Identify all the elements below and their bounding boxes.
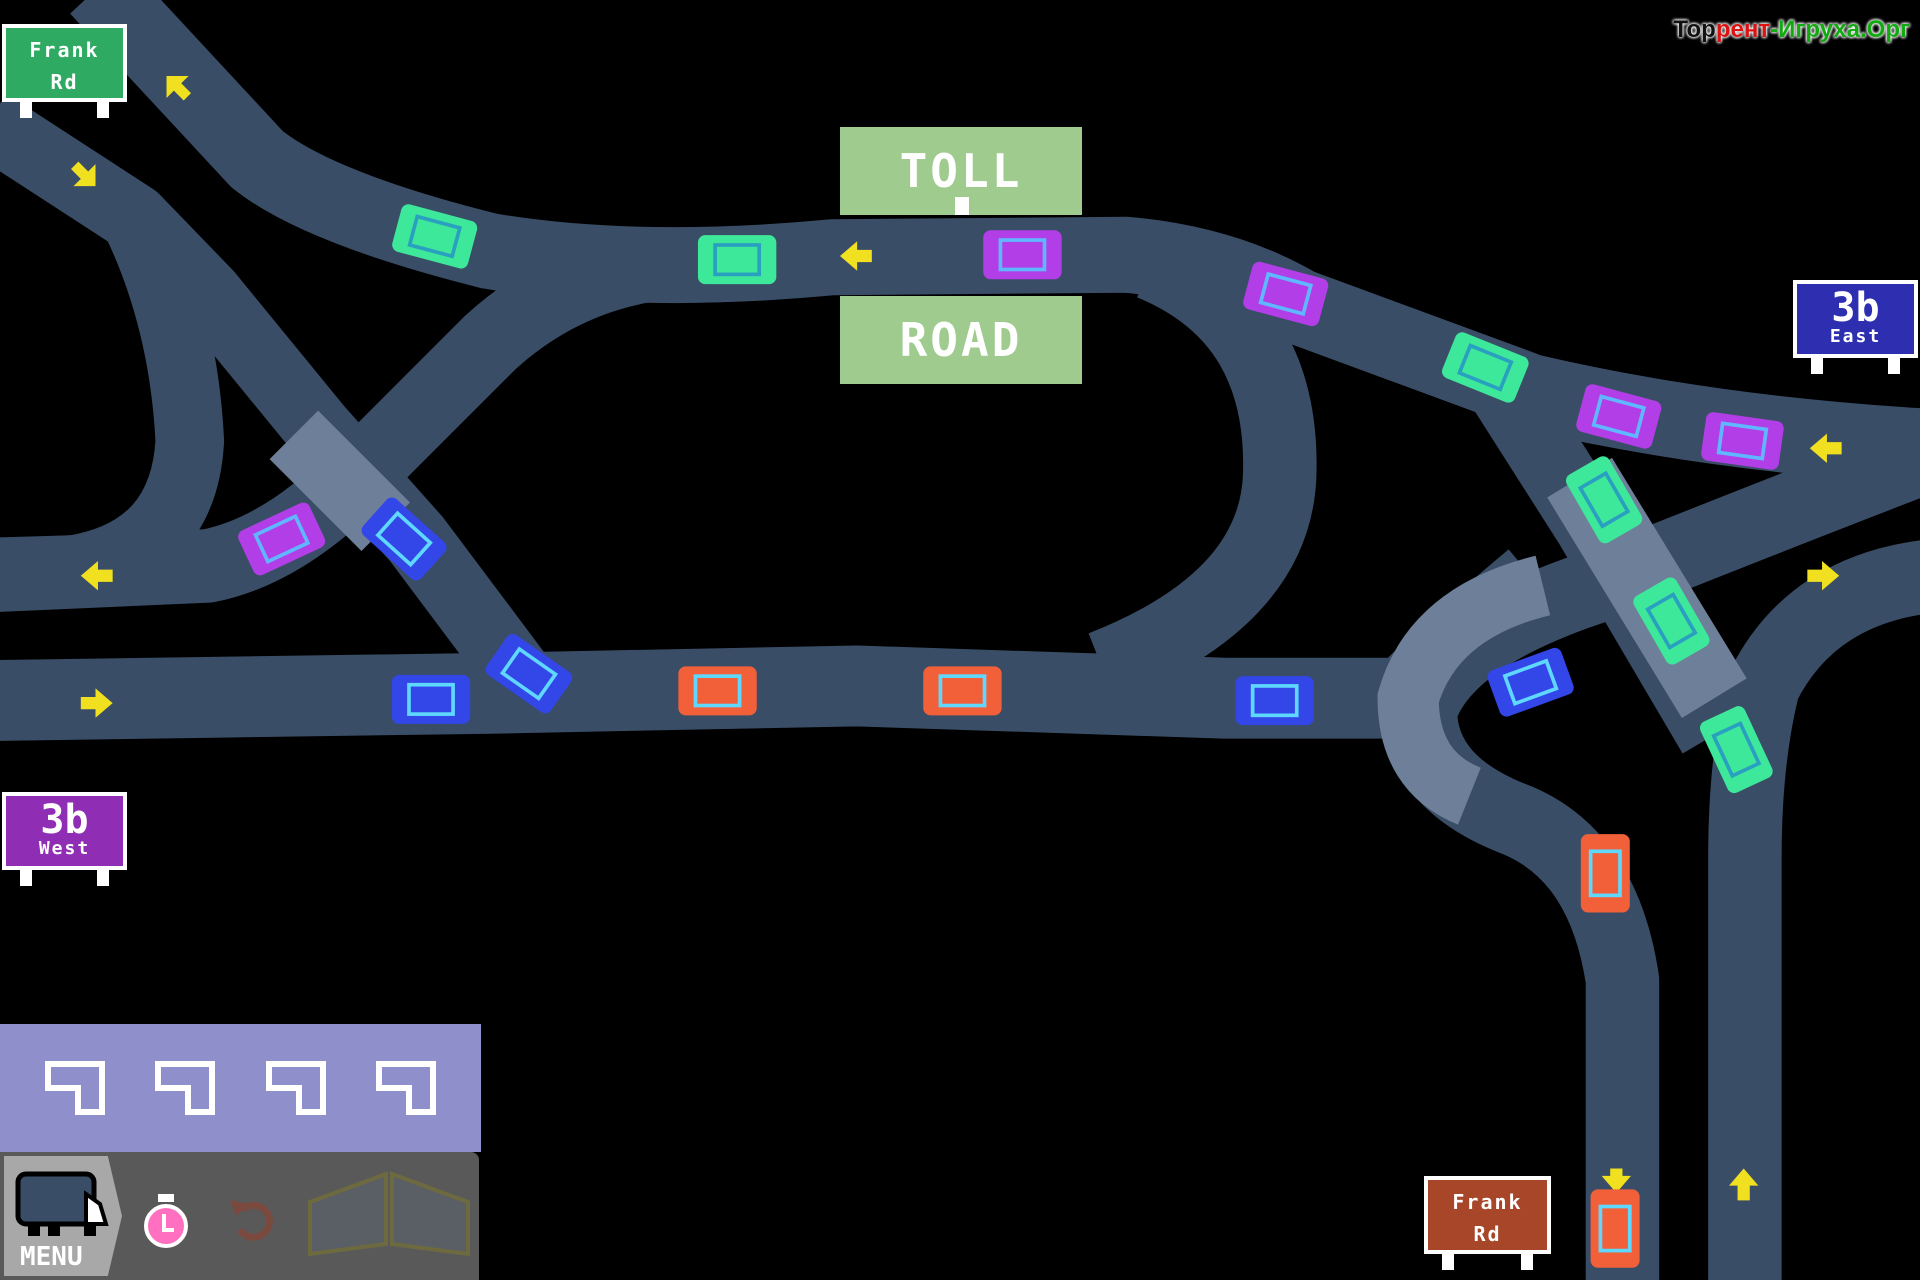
- car-blue: [1487, 647, 1574, 717]
- car-purple: [1701, 412, 1784, 470]
- menu-button[interactable]: MENU: [4, 1156, 122, 1276]
- road-piece-panel: [0, 1024, 481, 1152]
- car-orange: [923, 666, 1002, 716]
- ramp-bridge: [1377, 555, 1551, 825]
- car-blue: [391, 674, 471, 724]
- arrow-left-icon: [80, 560, 113, 591]
- car-green: [1565, 456, 1643, 544]
- toolbar: MENU: [0, 1152, 479, 1280]
- corner-road-piece[interactable]: [375, 1061, 436, 1115]
- arrow-down-icon: [1601, 1168, 1632, 1194]
- car-blue: [1235, 676, 1314, 726]
- sign-3b-west: 3b West: [2, 792, 127, 886]
- car-purple: [1243, 261, 1329, 327]
- toll-post: [955, 197, 969, 215]
- car-green: [1699, 706, 1773, 794]
- car-orange: [1580, 834, 1630, 913]
- corner-road-piece[interactable]: [265, 1061, 326, 1115]
- sign-frank-rd-north: Frank Rd: [2, 24, 127, 118]
- stopwatch-icon[interactable]: [142, 1192, 190, 1252]
- arrow-left-icon: [840, 241, 872, 271]
- car-purple: [1576, 384, 1662, 449]
- car-purple: [238, 502, 326, 576]
- undo-icon[interactable]: [228, 1196, 278, 1246]
- car-green: [1633, 577, 1710, 665]
- bridge-up-icon: [308, 1171, 388, 1257]
- car-green: [392, 204, 478, 269]
- watermark: Торрент-Игруха.Орг: [1673, 16, 1910, 43]
- truck-icon: [15, 1171, 109, 1236]
- arrow-up-icon: [1728, 1168, 1759, 1201]
- cars: [238, 204, 1784, 1268]
- arrow-left-icon: [1809, 433, 1842, 464]
- bridge-left: [269, 410, 410, 551]
- bridge-tools[interactable]: [306, 1170, 472, 1258]
- sign-3b-east: 3b East: [1793, 280, 1918, 374]
- car-orange: [678, 666, 757, 716]
- bridge-down-icon: [390, 1171, 470, 1257]
- toll-sign-bottom: ROAD: [840, 296, 1082, 384]
- direction-arrows: [71, 75, 1842, 1201]
- car-green: [1442, 332, 1529, 403]
- sign-frank-rd-south: Frank Rd: [1424, 1176, 1551, 1270]
- arrow-right-icon: [1807, 560, 1840, 591]
- arrow-right-icon: [80, 688, 113, 718]
- car-blue: [485, 634, 573, 714]
- car-purple: [983, 230, 1062, 280]
- arrow-downright-icon: [71, 161, 96, 187]
- arrow-upleft-icon: [166, 75, 192, 101]
- car-blue: [361, 497, 447, 581]
- corner-road-piece[interactable]: [45, 1061, 106, 1115]
- car-green: [697, 235, 777, 285]
- car-orange: [1590, 1189, 1640, 1268]
- corner-road-piece[interactable]: [155, 1061, 216, 1115]
